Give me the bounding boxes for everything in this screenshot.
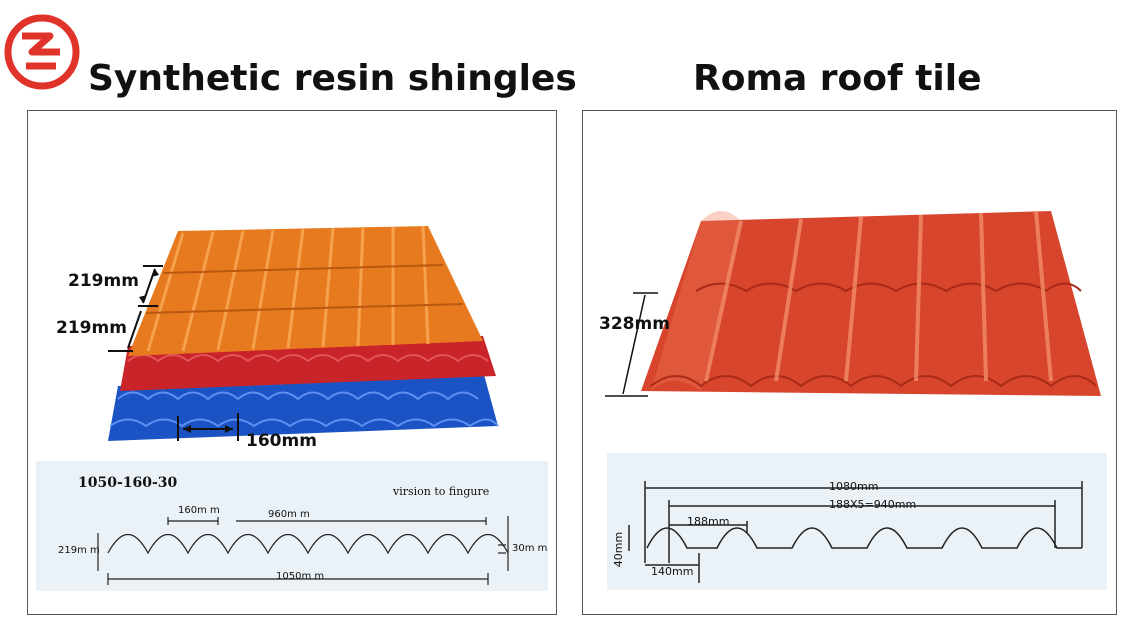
- roma-length-arrow: [605, 292, 658, 397]
- diagram-note: virsion to fingure: [393, 485, 490, 498]
- profile-depth-label: 30m m: [512, 543, 548, 554]
- roma-span-label: 188X5=940mm: [829, 498, 917, 511]
- roma-profile-diagram: 1080mm 188X5=940mm 188mm 40mm 140mm: [607, 453, 1107, 590]
- brand-logo: [2, 12, 82, 92]
- profile-pitch-label: 160m m: [178, 505, 220, 516]
- left-title: Synthetic resin shingles: [88, 58, 577, 99]
- profile-total-label: 1050m m: [276, 571, 325, 582]
- roma-tile-image: [641, 210, 1101, 396]
- roma-total-width-label: 1080mm: [829, 480, 879, 493]
- resin-shingle-image: [108, 225, 499, 441]
- roma-pitch-label: 188mm: [687, 515, 730, 528]
- profile-span-label: 960m m: [268, 509, 310, 520]
- resin-pitch-label: 160mm: [246, 431, 317, 451]
- right-title: Roma roof tile: [693, 58, 982, 99]
- resin-dimension-arrows: [108, 265, 239, 441]
- roma-base-label: 140mm: [651, 565, 694, 578]
- synthetic-resin-panel: 219mm 219mm 160mm 1050-160-30 virsion to…: [27, 110, 557, 615]
- roma-length-label: 328mm: [599, 314, 670, 334]
- model-code: 1050-160-30: [78, 475, 178, 491]
- resin-rise-bottom-label: 219mm: [56, 318, 127, 338]
- profile-height-label: 219m m: [58, 545, 100, 556]
- resin-rise-top-label: 219mm: [68, 271, 139, 291]
- roma-height-label: 40mm: [612, 531, 626, 568]
- roma-tile-panel: 328mm 1080mm 188X5=940mm 188mm 40mm 140m…: [582, 110, 1117, 615]
- resin-profile-diagram: 1050-160-30 virsion to fingure 160m m 96…: [36, 461, 548, 591]
